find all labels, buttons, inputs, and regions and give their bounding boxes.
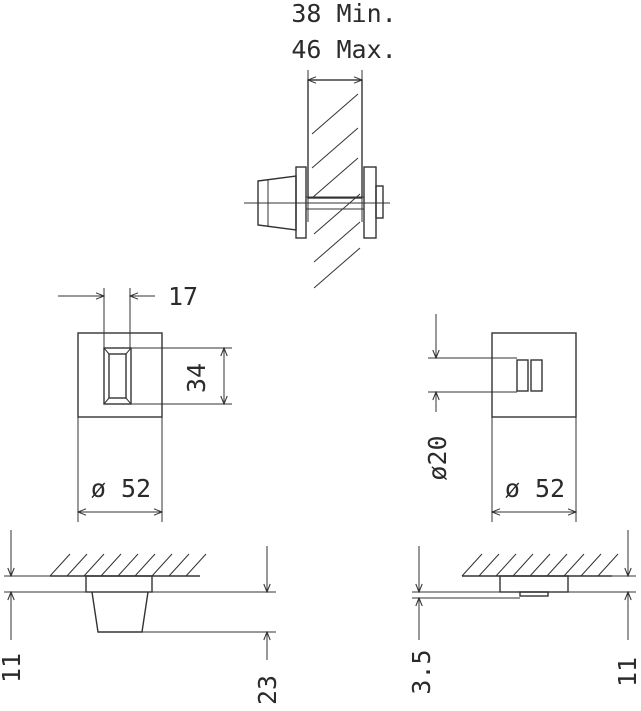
indicator-plate [375, 185, 384, 219]
bevel-br [125, 397, 132, 405]
knob-profile-left [91, 591, 149, 633]
bevel-tl [103, 347, 110, 355]
indicator-profile-right [519, 591, 549, 597]
height-34-label: 34 [182, 363, 211, 393]
thickness-11-label-left: 11 [0, 653, 26, 683]
wall-hatching-right [461, 553, 619, 577]
indicator-white [530, 359, 543, 392]
door-panel-upper [307, 79, 363, 199]
turn-button-outer [103, 347, 132, 405]
indicator-red [516, 359, 529, 392]
diameter-20-label: ø20 [423, 435, 452, 480]
turn-button-inner [108, 353, 127, 399]
left-front-view: 17 34 ø 52 [58, 282, 232, 522]
diameter-52-label-right: ø 52 [505, 474, 565, 503]
square-rose-left [77, 332, 163, 418]
projection-3-5-label: 3.5 [407, 649, 436, 694]
bevel-bl [103, 397, 110, 405]
thickness-11-label-right: 11 [613, 657, 641, 687]
dim-max-label: 46 Max. [291, 35, 396, 64]
dim-min-label: 38 Min. [291, 0, 396, 28]
wall-hatching-left [49, 553, 207, 577]
rose-profile-left [85, 575, 153, 593]
door-hatching [311, 93, 361, 289]
left-side-view: 11 23 [0, 530, 282, 705]
diameter-52-label-left: ø 52 [91, 474, 151, 503]
square-rose-right [491, 332, 577, 418]
right-front-view: ø20 ø 52 [423, 314, 576, 522]
top-section-view: 38 Min. 46 Max. [244, 0, 397, 289]
right-side-view: 3.5 11 [407, 530, 641, 695]
width-17-label: 17 [168, 282, 198, 311]
rose-profile-right [499, 575, 569, 593]
projection-23-label: 23 [253, 675, 282, 705]
bevel-tr [125, 347, 132, 355]
